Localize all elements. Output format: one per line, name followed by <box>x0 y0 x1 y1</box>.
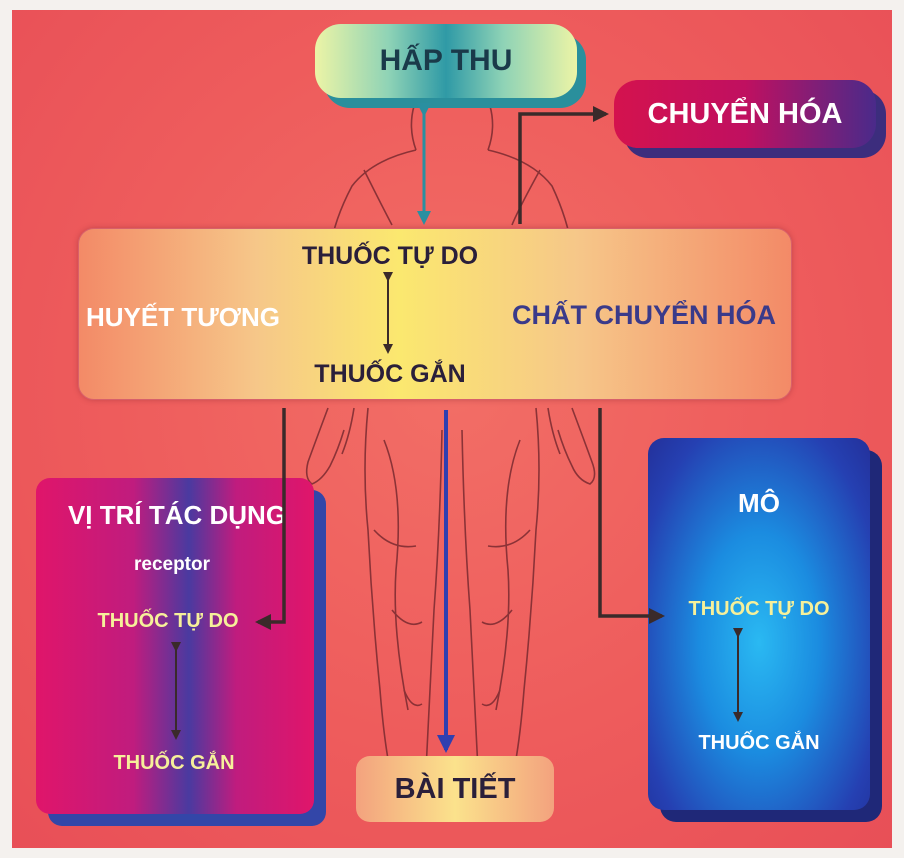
plasma-to-tissue-arrow <box>600 408 662 616</box>
diagram-canvas: HẤP THU CHUYỂN HÓA HUYẾT TƯƠNG THUỐC TỰ … <box>12 10 892 848</box>
plasma-to-metabolism-arrow <box>520 114 606 224</box>
arrows-layer <box>12 10 892 848</box>
plasma-to-site-arrow <box>258 408 284 622</box>
